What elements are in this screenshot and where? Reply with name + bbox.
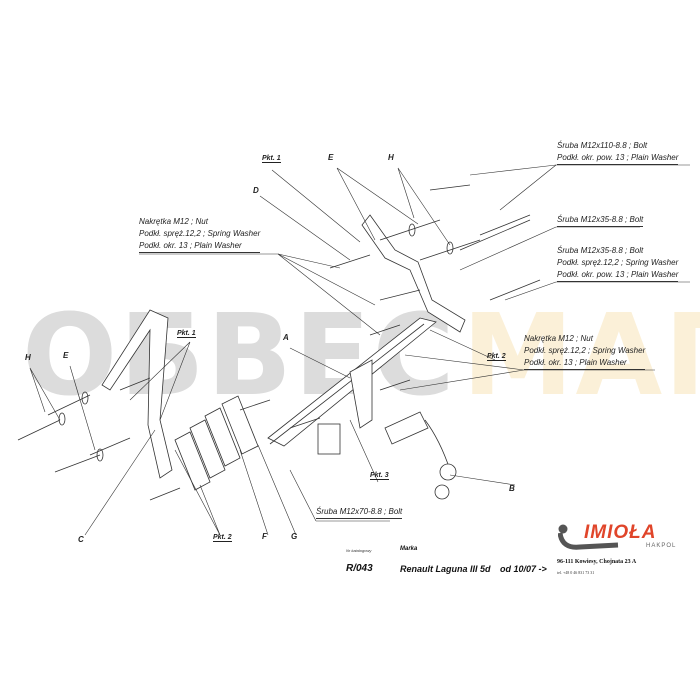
catalog-number: R/043 [346, 563, 373, 574]
callout-line: Nakrętka M12 ; Nut [524, 334, 593, 343]
label-pkt3: Pkt. 3 [370, 472, 389, 480]
callout-line: Śruba M12x35-8.8 ; Bolt [557, 214, 644, 227]
right-bracket [361, 214, 466, 333]
production-from: od 10/07 -> [500, 564, 547, 574]
label-pkt2-right: Pkt. 2 [487, 353, 506, 361]
label-h-top: H [388, 153, 394, 162]
company-phone: tel. +48 0 46 831 73 31 [557, 570, 595, 575]
callout-left-nut: Nakrętka M12 ; Nut Podkł. spręż.12,2 ; S… [139, 216, 261, 253]
callout-m12x70-bolt: Śruba M12x70-8.8 ; Bolt [316, 506, 403, 519]
left-bracket [101, 309, 173, 479]
label-c: C [78, 535, 84, 544]
label-d: D [253, 186, 259, 195]
callout-right-nut: Nakrętka M12 ; Nut Podkł. spręż.12,2 ; S… [524, 333, 646, 370]
towball-logo-icon [558, 524, 619, 550]
label-pkt1-left: Pkt. 1 [177, 330, 196, 338]
callout-line: Śruba M12x70-8.8 ; Bolt [316, 506, 403, 519]
callout-line: Podkł. spręż.12,2 ; Spring Washer [524, 346, 646, 355]
socket-plate [317, 423, 341, 455]
callout-line: Podkł. okr. 13 ; Plain Washer [139, 240, 261, 253]
label-pkt1-top: Pkt. 1 [262, 155, 281, 163]
label-f: F [262, 532, 267, 541]
callout-line: Podkł. okr. 13 ; Plain Washer [524, 357, 646, 370]
callout-line: Podkł. okr. pow. 13 ; Plain Washer [557, 269, 679, 282]
spacer-plates [174, 395, 259, 491]
label-a: A [283, 333, 289, 342]
leader-lines [29, 164, 690, 536]
label-h-left: H [25, 353, 31, 362]
logo-sub: HAKPOL [646, 543, 677, 549]
callout-line: Śruba M12x110-8.8 ; Bolt [557, 141, 648, 150]
company-address: 96-111 Kowiesy, Chojnata 23 A [557, 559, 637, 565]
label-b: B [509, 484, 515, 493]
callout-line: Nakrętka M12 ; Nut [139, 217, 208, 226]
logo-name: IMIOŁA [584, 522, 657, 543]
label-e-top: E [328, 153, 334, 162]
catalog-label: Nr katalogowy [346, 548, 372, 553]
label-e-left: E [63, 351, 69, 360]
main-crossbeam [267, 317, 437, 447]
callout-line: Śruba M12x35-8.8 ; Bolt [557, 246, 644, 255]
vehicle-model: Renault Laguna III 5d [400, 564, 491, 574]
callout-line: Podkł. spręż.12,2 ; Spring Washer [557, 258, 679, 267]
top-bolts [239, 184, 541, 429]
watermark-part2: МАГ [462, 291, 700, 421]
callout-line: Podkł. okr. pow. 13 ; Plain Washer [557, 152, 679, 165]
label-g: G [291, 532, 298, 541]
callout-m12x35-bolt: Śruba M12x35-8.8 ; Bolt [557, 214, 644, 227]
label-pkt2-bottom: Pkt. 2 [213, 534, 232, 542]
left-bolts [17, 377, 181, 501]
tow-ball [384, 411, 457, 500]
callout-m12x35-bolt-washers: Śruba M12x35-8.8 ; Bolt Podkł. spręż.12,… [557, 245, 679, 282]
callout-line: Podkł. spręż.12,2 ; Spring Washer [139, 229, 261, 238]
callout-m12x110-bolt: Śruba M12x110-8.8 ; Bolt Podkł. okr. pow… [557, 140, 679, 165]
brand-label: Marka [400, 546, 418, 552]
